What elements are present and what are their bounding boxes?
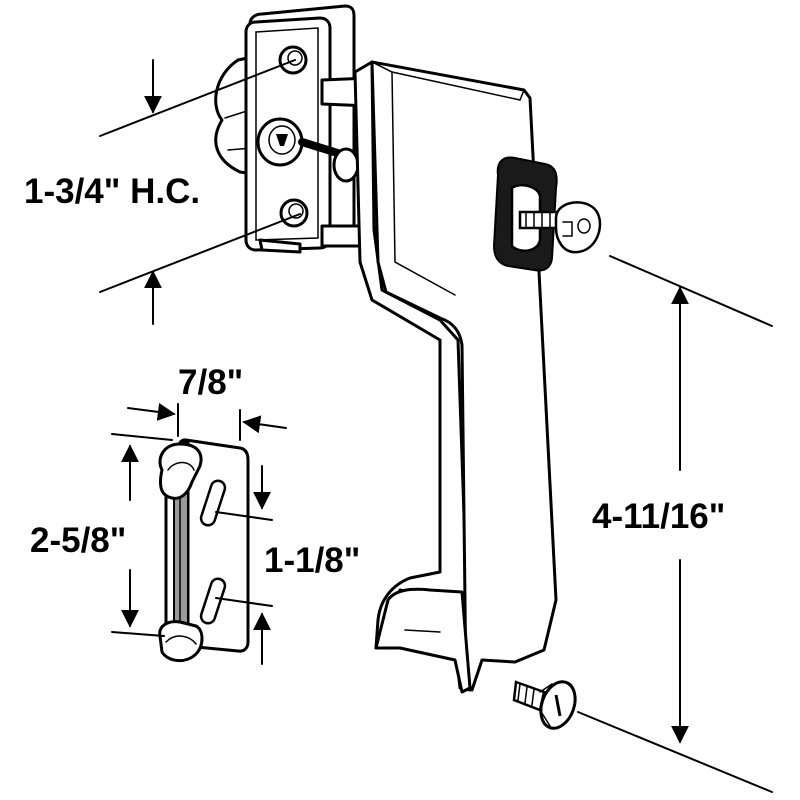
- handle-foot: [374, 587, 472, 694]
- keeper-bar: [173, 484, 189, 634]
- key-icon: [518, 201, 602, 254]
- plate-width-label: 7/8": [178, 363, 243, 402]
- width-arrow-left: [127, 402, 176, 421]
- mounting-screw-icon: [512, 680, 577, 730]
- slot-bottom: [199, 577, 227, 625]
- hole-center-label: 1-3/4" H.C.: [24, 172, 200, 211]
- slot-spacing-label: 1-1/8": [264, 541, 360, 580]
- handle-side: [353, 60, 472, 692]
- mounting-plate-assembly: [214, 4, 356, 254]
- plate-height-label: 2-5/8": [30, 521, 126, 560]
- handle-height-label: 4-11/16": [592, 497, 725, 536]
- slot-top: [199, 479, 227, 527]
- push-button-handle: [353, 60, 602, 694]
- width-arrow-right: [242, 415, 287, 434]
- strike-plate: [158, 438, 250, 662]
- dimension-lines: [99, 59, 773, 793]
